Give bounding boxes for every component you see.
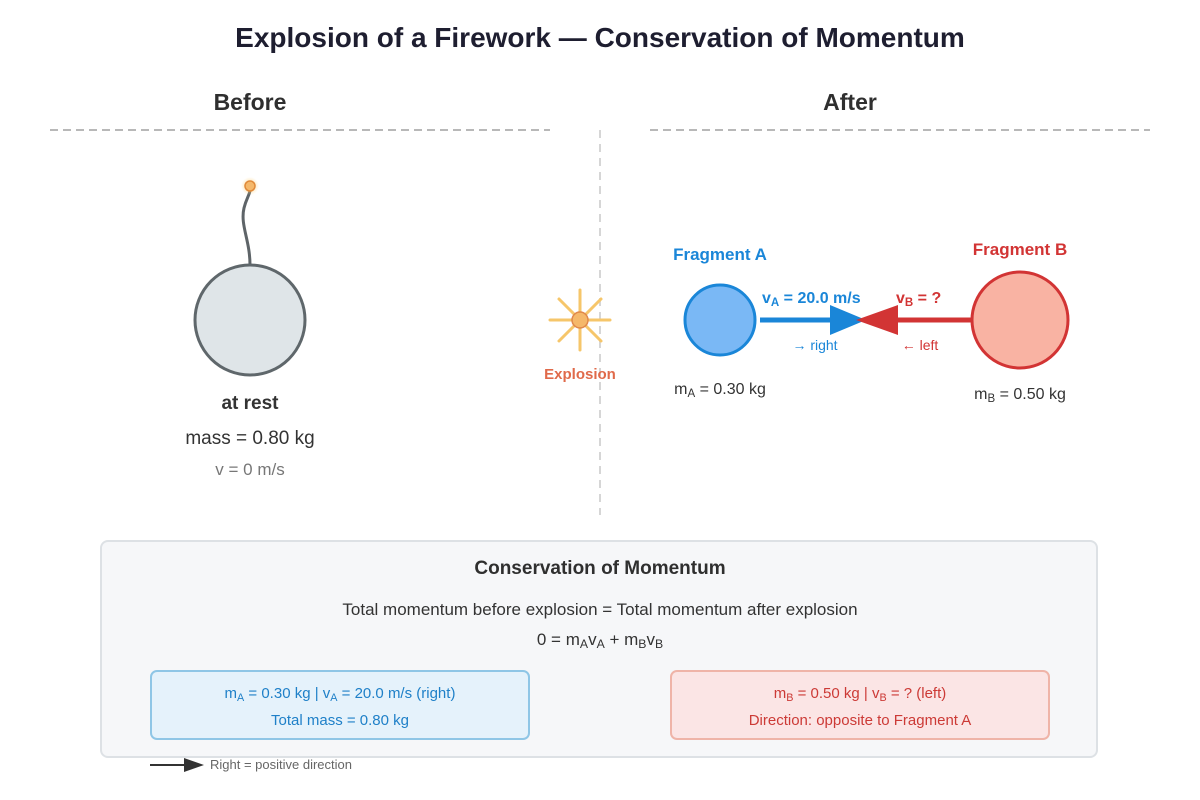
velocity-b-label: vB = ?	[896, 290, 942, 310]
total-mass-label: mass = 0.80 kg	[185, 428, 315, 449]
fragment-a-mass: mA = 0.30 kg	[674, 381, 766, 401]
fragment-a-info-box: mA = 0.30 kg | vA = 20.0 m/s (right) Tot…	[150, 670, 530, 740]
fragment-a-circle	[683, 283, 757, 357]
explosion-burst-icon	[548, 288, 612, 352]
before-heading: Before	[213, 89, 287, 115]
velocity-a-label: vA = 20.0 m/s	[762, 290, 861, 310]
velocity-b-arrowhead	[856, 305, 898, 335]
fragment-b-info-line2: Direction: opposite to Fragment A	[748, 712, 972, 729]
after-heading: After	[823, 89, 877, 115]
direction-a-label: → right	[792, 337, 838, 353]
fragment-b-info-line1: mB = 0.50 kg | vB = ? (left)	[773, 685, 947, 705]
direction-legend-label: Right = positive direction	[210, 757, 352, 772]
fragment-b-label: Fragment B	[972, 240, 1068, 259]
fragment-a-info-line1: mA = 0.30 kg | vA = 20.0 m/s (right)	[224, 685, 456, 705]
momentum-equation: 0 = mAvA + mBvB	[536, 630, 664, 652]
conservation-statement: Total momentum before explosion = Total …	[342, 600, 858, 619]
fragment-b-mass: mB = 0.50 kg	[974, 386, 1066, 406]
initial-velocity-label: v = 0 m/s	[215, 460, 285, 479]
diagram-title: Explosion of a Firework — Conservation o…	[235, 22, 965, 53]
firework-icon	[193, 177, 307, 377]
rest-state-label: at rest	[221, 393, 279, 414]
legend-arrowhead	[184, 758, 204, 772]
velocity-a-arrowhead	[830, 305, 866, 335]
explosion-label: Explosion	[544, 366, 616, 383]
direction-b-label: ← left	[901, 337, 939, 353]
fragment-b-circle	[970, 270, 1070, 370]
panel-heading: Conservation of Momentum	[474, 558, 726, 579]
fragment-a-info-line2: Total mass = 0.80 kg	[271, 712, 409, 729]
fragment-a-label: Fragment A	[673, 245, 767, 264]
fragment-b-info-box: mB = 0.50 kg | vB = ? (left) Direction: …	[670, 670, 1050, 740]
